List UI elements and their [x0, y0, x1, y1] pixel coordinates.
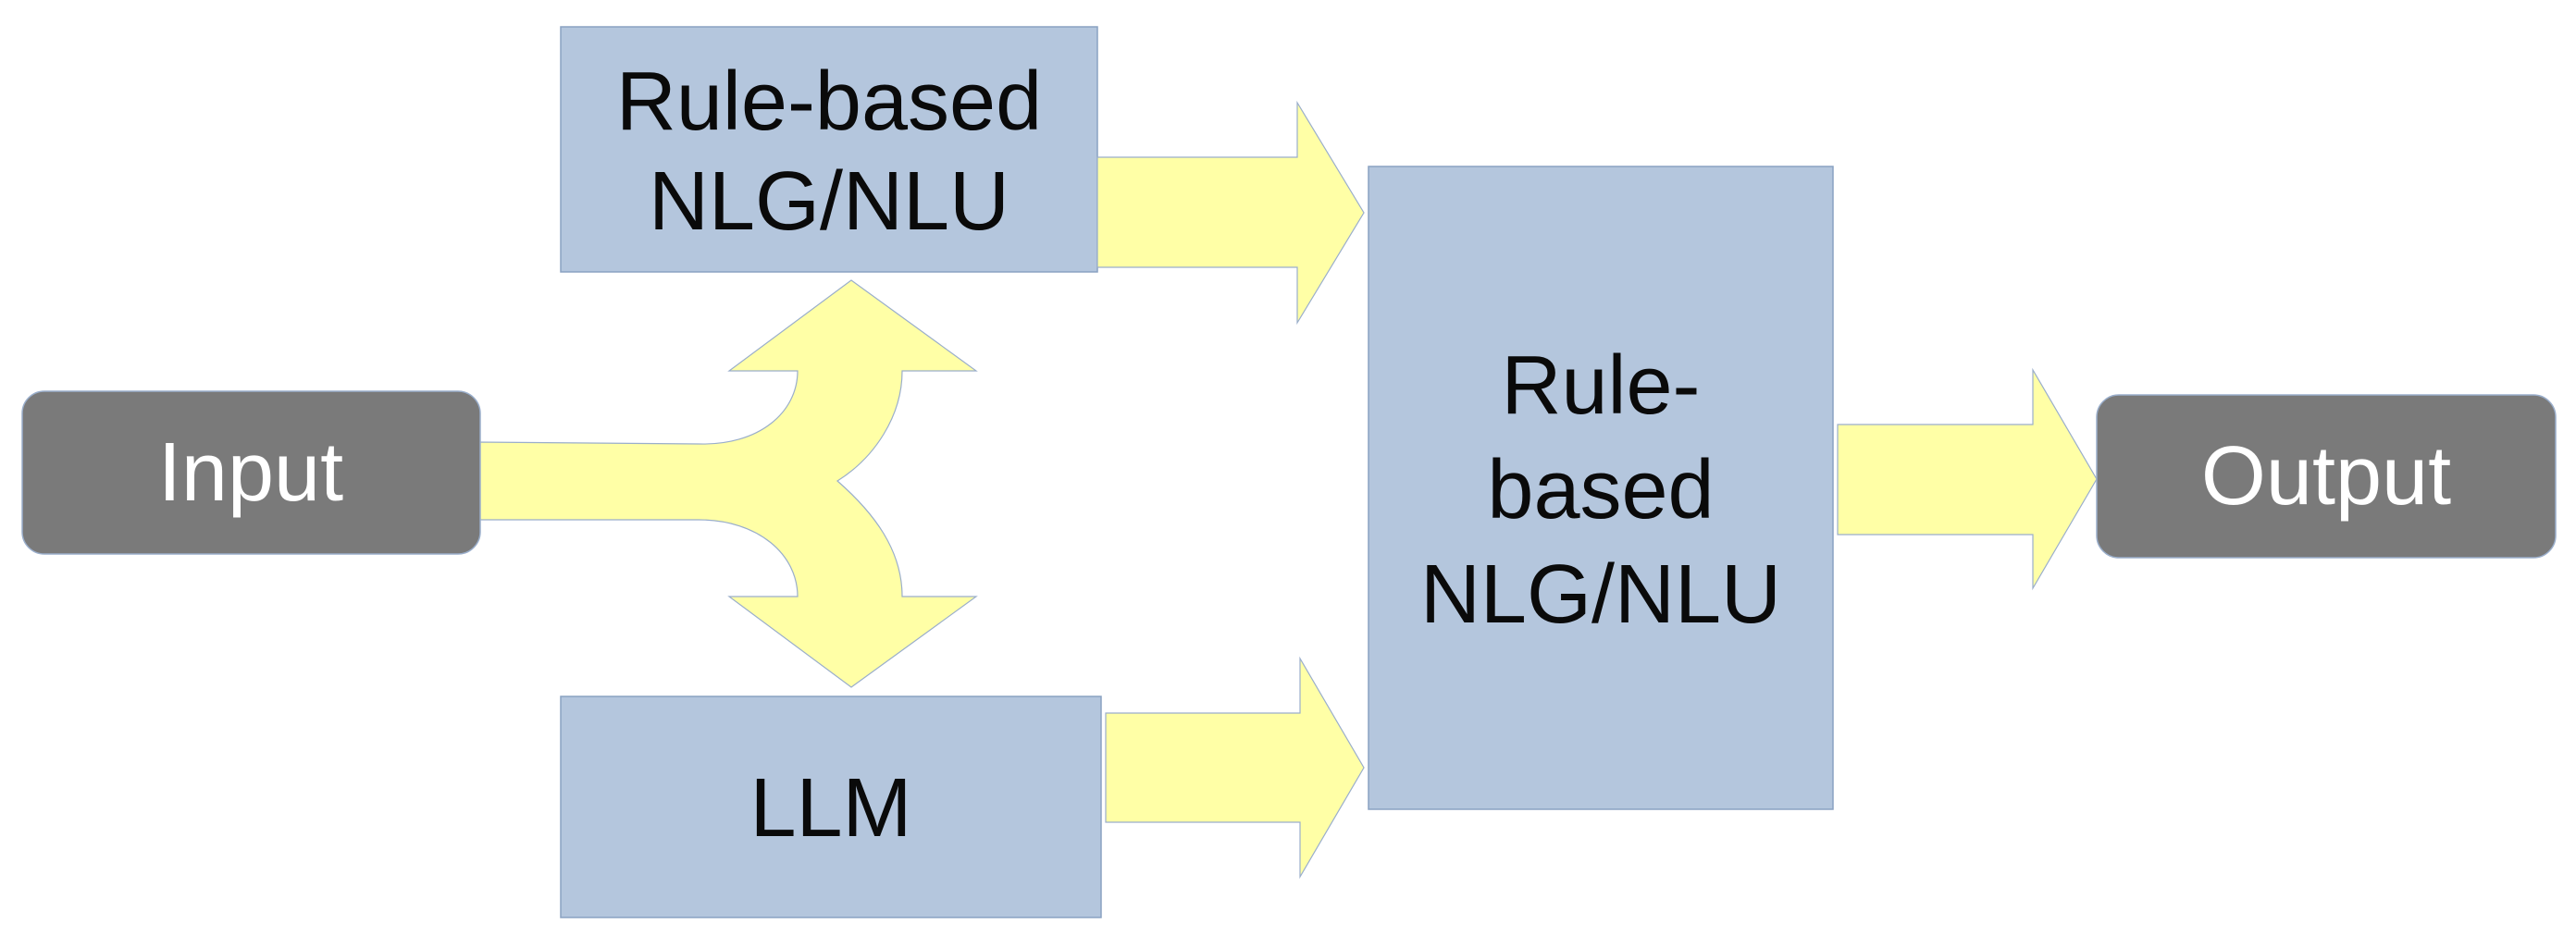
llm-label: LLM	[749, 762, 911, 855]
arrow-center-to-output	[1837, 367, 2098, 591]
rule-based-top-node	[560, 26, 1098, 273]
split-arrow	[476, 279, 978, 688]
input-label: Input	[158, 426, 343, 519]
rule-based-center-label-line1: Rule-	[1501, 339, 1700, 432]
output-label: Output	[2201, 430, 2451, 523]
llm-node	[560, 696, 1102, 918]
arrow-llm-to-center	[1105, 656, 1365, 880]
rule-based-center-node	[1368, 166, 1834, 810]
input-node	[21, 390, 481, 555]
rule-based-top-label-line2: NLG/NLU	[649, 155, 1009, 248]
rule-based-top-label-line1: Rule-based	[616, 55, 1042, 148]
rule-based-center-label-line2: based	[1487, 444, 1714, 536]
output-node	[2096, 394, 2557, 559]
arrow-top-to-center	[1096, 100, 1365, 326]
rule-based-center-label-line3: NLG/NLU	[1420, 548, 1781, 641]
